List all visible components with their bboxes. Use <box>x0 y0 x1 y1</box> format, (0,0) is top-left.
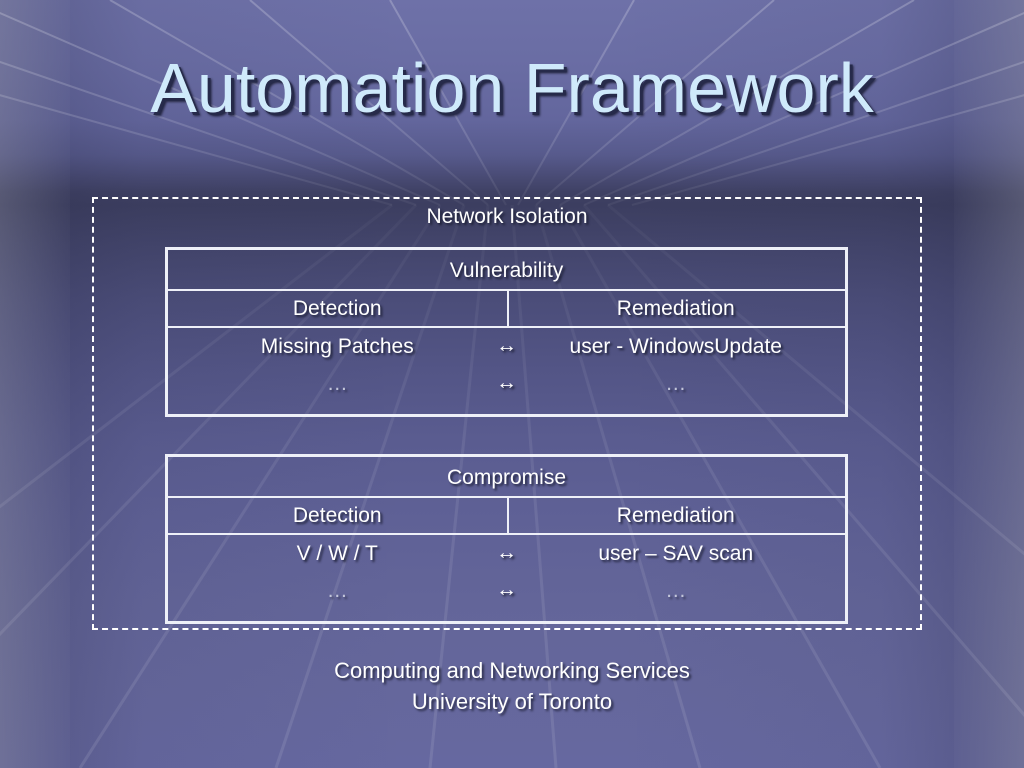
vulnerability-table-body: Missing Patches ↔ user - WindowsUpdate …… <box>168 328 845 402</box>
compromise-table: Compromise Detection Remediation V / W /… <box>165 454 848 624</box>
cell-detection: V / W / T <box>296 541 378 565</box>
footer-line-organization: Computing and Networking Services <box>334 658 690 683</box>
network-isolation-container: Network Isolation Vulnerability Detectio… <box>92 197 922 630</box>
column-header-remediation: Remediation <box>616 504 735 527</box>
network-isolation-label: Network Isolation <box>426 205 588 228</box>
cell-remediation: user - WindowsUpdate <box>569 334 782 358</box>
table-row: … ↔ … <box>168 572 845 609</box>
compromise-table-title: Compromise <box>168 457 845 498</box>
vulnerability-table: Vulnerability Detection Remediation Miss… <box>165 247 848 417</box>
column-header-remediation: Remediation <box>616 297 735 320</box>
footer-line-institution: University of Toronto <box>411 689 613 714</box>
cell-remediation: … <box>665 371 687 395</box>
slide-title: Automation Framework <box>150 49 874 127</box>
header-column-divider <box>506 291 509 326</box>
cell-detection: … <box>326 578 348 602</box>
cell-detection: Missing Patches <box>260 334 414 358</box>
vulnerability-table-header: Detection Remediation <box>168 291 845 328</box>
slide-footer: Computing and Networking Services Univer… <box>0 655 1024 717</box>
cell-remediation: user – SAV scan <box>598 541 754 565</box>
cell-detection: … <box>326 371 348 395</box>
table-row: Missing Patches ↔ user - WindowsUpdate <box>168 328 845 365</box>
table-row: V / W / T ↔ user – SAV scan <box>168 535 845 572</box>
column-header-detection: Detection <box>292 504 382 527</box>
vulnerability-table-title: Vulnerability <box>168 250 845 291</box>
header-column-divider <box>506 498 509 533</box>
compromise-table-header: Detection Remediation <box>168 498 845 535</box>
compromise-table-body: V / W / T ↔ user – SAV scan … ↔ … <box>168 535 845 609</box>
cell-remediation: … <box>665 578 687 602</box>
table-row: … ↔ … <box>168 365 845 402</box>
column-header-detection: Detection <box>292 297 382 320</box>
